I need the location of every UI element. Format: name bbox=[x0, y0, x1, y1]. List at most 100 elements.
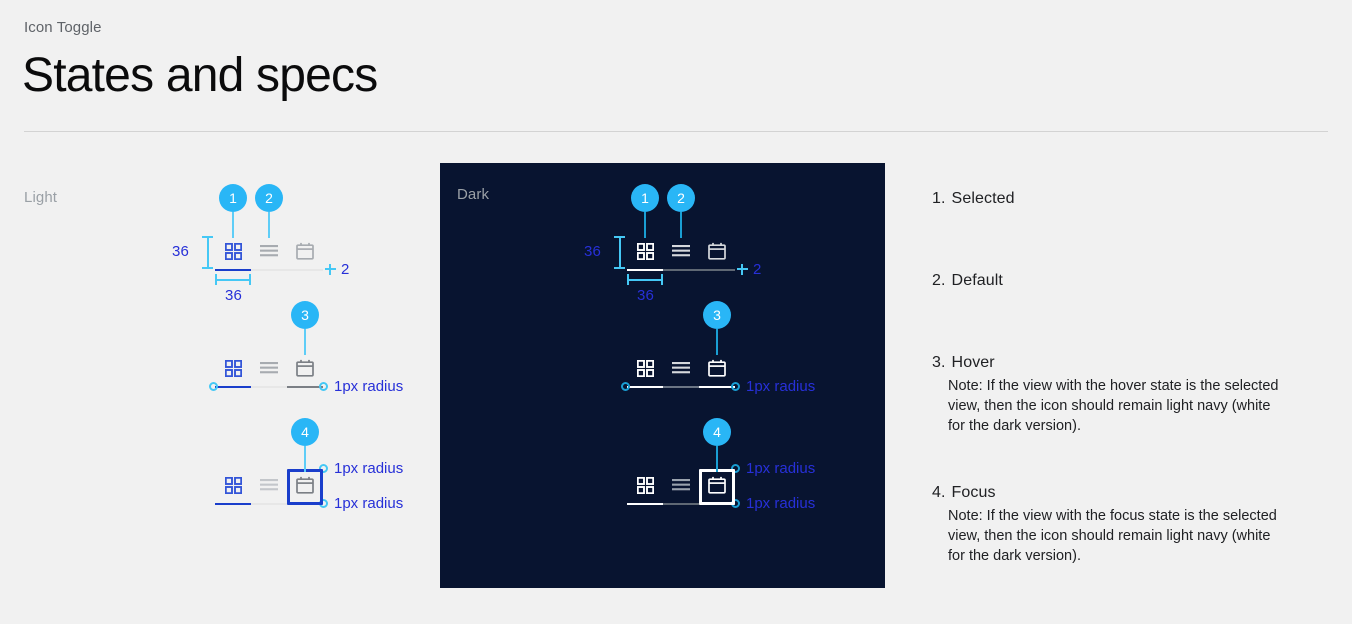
callout-leader-4 bbox=[716, 446, 718, 472]
icon-toggle-row[interactable] bbox=[627, 236, 735, 266]
height-measure-cap-bottom bbox=[202, 267, 213, 269]
track-segment-selected bbox=[627, 269, 663, 271]
icon-toggle-row[interactable] bbox=[627, 470, 735, 500]
track-segment-selected bbox=[215, 503, 251, 505]
calendar-view-icon[interactable] bbox=[699, 353, 735, 383]
legend-title: Selected bbox=[951, 190, 1015, 207]
light-panel-label: Light bbox=[24, 189, 58, 206]
width-measure-bar bbox=[627, 279, 663, 281]
radius-label-hover: 1px radius bbox=[746, 378, 816, 395]
legend-title: Default bbox=[951, 272, 1003, 289]
callout-badge-1[interactable]: 1 bbox=[219, 184, 247, 212]
track-segment-selected bbox=[627, 503, 663, 505]
breadcrumb-eyebrow: Icon Toggle bbox=[24, 19, 102, 36]
page-title: States and specs bbox=[22, 49, 378, 102]
grid-view-icon[interactable] bbox=[215, 353, 251, 383]
icon-toggle-row[interactable] bbox=[215, 236, 323, 266]
radius-marker-top bbox=[319, 464, 328, 473]
icon-toggle-row[interactable] bbox=[215, 353, 323, 383]
list-view-icon[interactable] bbox=[663, 236, 699, 266]
toggle-track bbox=[627, 269, 735, 271]
calendar-view-icon[interactable] bbox=[287, 470, 323, 500]
list-view-icon[interactable] bbox=[663, 470, 699, 500]
legend-note: Note: If the view with the hover state i… bbox=[948, 378, 1279, 434]
grid-view-icon[interactable] bbox=[215, 236, 251, 266]
legend-index: 2. bbox=[932, 272, 946, 289]
thickness-measure-label: 2 bbox=[341, 261, 350, 278]
height-measure-cap-top bbox=[202, 236, 213, 238]
header-divider bbox=[24, 131, 1328, 132]
radius-label-focus-top: 1px radius bbox=[746, 460, 816, 477]
callout-badge-1[interactable]: 1 bbox=[631, 184, 659, 212]
track-segment-selected bbox=[215, 386, 251, 388]
legend-item-hover: 3. Hover Note: If the view with the hove… bbox=[932, 354, 1302, 436]
callout-badge-3[interactable]: 3 bbox=[703, 301, 731, 329]
callout-leader-1 bbox=[232, 212, 234, 238]
height-measure-bar bbox=[207, 238, 209, 269]
calendar-view-icon[interactable] bbox=[287, 353, 323, 383]
callout-badge-2[interactable]: 2 bbox=[255, 184, 283, 212]
radius-marker-top bbox=[731, 464, 740, 473]
radius-label-focus-bottom: 1px radius bbox=[746, 495, 816, 512]
legend-heading: 3. Hover bbox=[932, 354, 1302, 372]
track-segment-default bbox=[251, 269, 323, 271]
radius-marker-left bbox=[209, 382, 218, 391]
legend-title: Focus bbox=[951, 484, 996, 501]
radius-label-focus-top: 1px radius bbox=[334, 460, 404, 477]
list-view-icon[interactable] bbox=[663, 353, 699, 383]
list-view-icon[interactable] bbox=[251, 353, 287, 383]
grid-view-icon[interactable] bbox=[627, 236, 663, 266]
grid-view-icon[interactable] bbox=[215, 470, 251, 500]
track-segment-selected bbox=[627, 386, 663, 388]
calendar-view-icon[interactable] bbox=[287, 236, 323, 266]
grid-view-icon[interactable] bbox=[627, 353, 663, 383]
width-measure-label: 36 bbox=[225, 287, 243, 304]
callout-leader-2 bbox=[680, 212, 682, 238]
height-measure-bar bbox=[619, 238, 621, 269]
callout-leader-4 bbox=[304, 446, 306, 472]
list-view-icon[interactable] bbox=[251, 236, 287, 266]
height-measure-label: 36 bbox=[172, 243, 190, 260]
icon-toggle-row[interactable] bbox=[215, 470, 323, 500]
toggle-track bbox=[215, 386, 323, 388]
callout-leader-1 bbox=[644, 212, 646, 238]
radius-marker-right bbox=[731, 382, 740, 391]
thickness-measure-label: 2 bbox=[753, 261, 762, 278]
legend-note: Note: If the view with the focus state i… bbox=[948, 508, 1277, 564]
callout-badge-3[interactable]: 3 bbox=[291, 301, 319, 329]
legend-spacer bbox=[932, 316, 1302, 354]
callout-leader-3 bbox=[716, 329, 718, 355]
calendar-view-icon[interactable] bbox=[699, 470, 735, 500]
height-measure-cap-bottom bbox=[614, 267, 625, 269]
list-view-icon[interactable] bbox=[251, 470, 287, 500]
callout-badge-4[interactable]: 4 bbox=[291, 418, 319, 446]
dark-panel-label: Dark bbox=[457, 186, 490, 203]
legend-item-default: 2. Default bbox=[932, 272, 1302, 290]
track-segment-selected bbox=[215, 269, 251, 271]
height-measure-cap-top bbox=[614, 236, 625, 238]
track-segment-hover bbox=[287, 386, 323, 388]
toggle-track bbox=[215, 269, 323, 271]
legend-heading: 2. Default bbox=[932, 272, 1302, 290]
radius-label-hover: 1px radius bbox=[334, 378, 404, 395]
width-measure-bar bbox=[215, 279, 251, 281]
legend-heading: 1. Selected bbox=[932, 190, 1302, 208]
calendar-view-icon[interactable] bbox=[699, 236, 735, 266]
radius-marker-right bbox=[319, 382, 328, 391]
width-measure-cap-right bbox=[661, 274, 663, 285]
focus-outline-box bbox=[287, 469, 323, 505]
width-measure-cap-right bbox=[249, 274, 251, 285]
callout-badge-4[interactable]: 4 bbox=[703, 418, 731, 446]
grid-view-icon[interactable] bbox=[627, 470, 663, 500]
callout-badge-2[interactable]: 2 bbox=[667, 184, 695, 212]
legend-index: 4. bbox=[932, 484, 946, 501]
thickness-measure-mark bbox=[325, 264, 337, 276]
width-measure-cap-left bbox=[215, 274, 217, 285]
icon-toggle-row[interactable] bbox=[627, 353, 735, 383]
callout-leader-2 bbox=[268, 212, 270, 238]
track-segment-default bbox=[251, 386, 287, 388]
height-measure-label: 36 bbox=[584, 243, 602, 260]
toggle-track bbox=[627, 386, 735, 388]
track-segment-default bbox=[663, 269, 735, 271]
